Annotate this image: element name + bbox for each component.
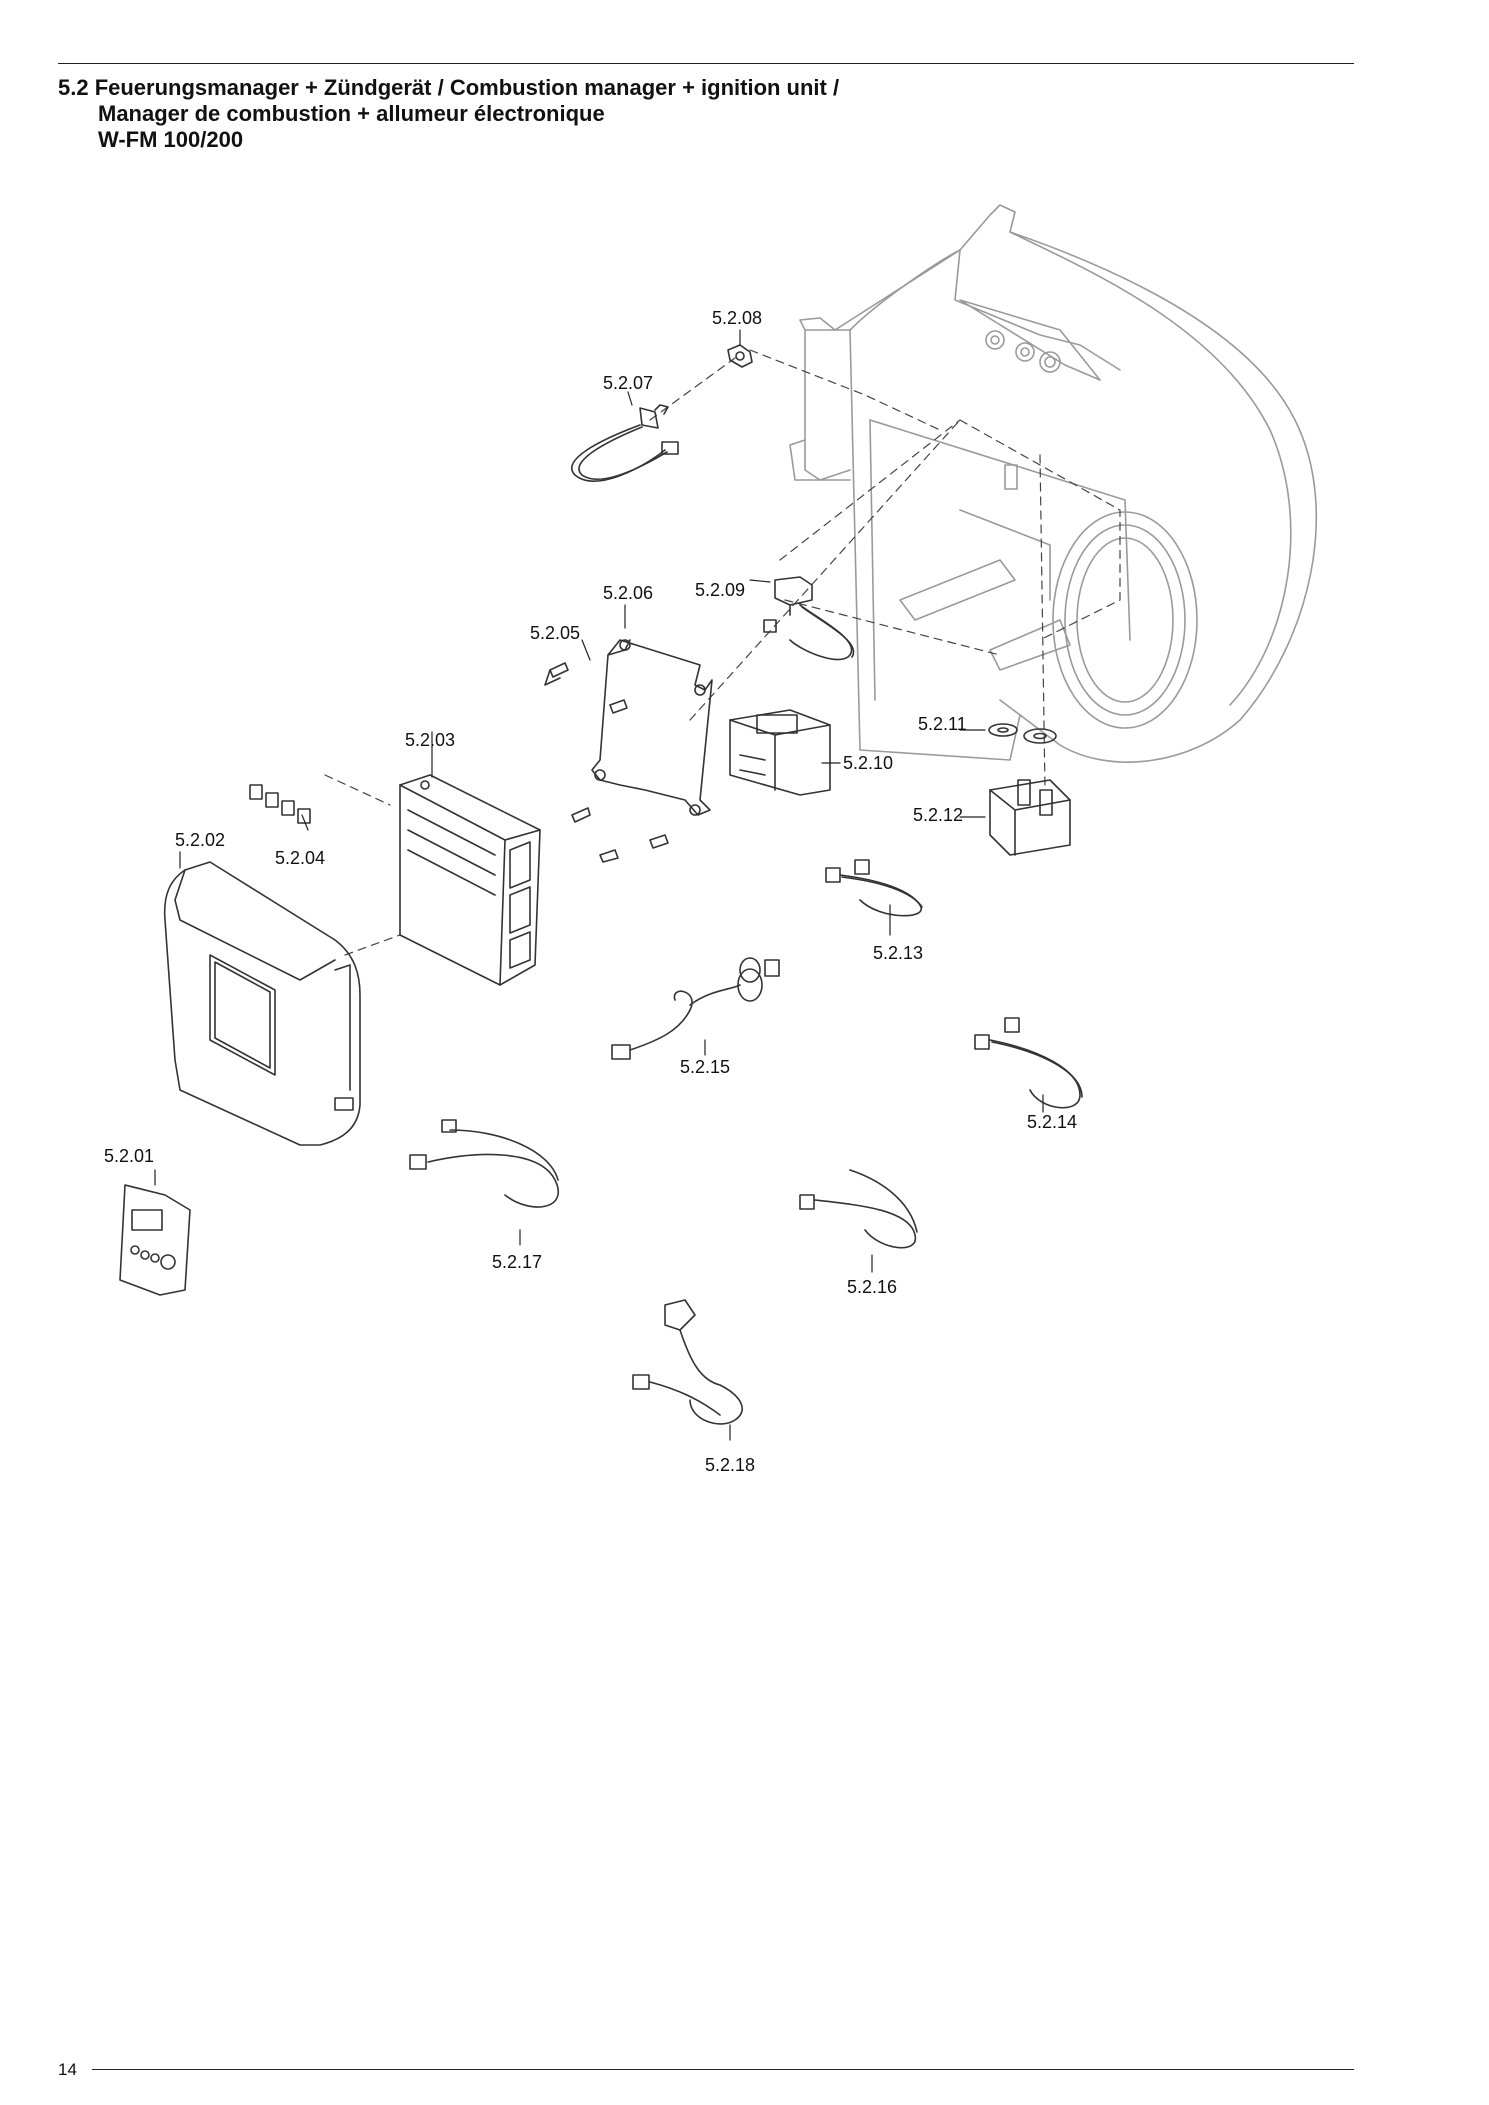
part-5-2-07-sensor-cable: [571, 404, 679, 482]
label-5-2-08: 5.2.08: [712, 308, 763, 328]
part-5-2-05-spacers: [544, 662, 669, 863]
title-line-3: W-FM 100/200: [98, 127, 244, 152]
leader-lines: [154, 329, 1044, 1441]
label-5-2-17: 5.2.17: [492, 1252, 543, 1272]
label-5-2-18: 5.2.18: [705, 1455, 756, 1475]
part-5-2-14-cable: [974, 1017, 1083, 1109]
part-5-2-13-cable: [825, 859, 923, 917]
part-5-2-10-transformer: [729, 709, 831, 796]
page-number: 14: [58, 2060, 77, 2079]
label-5-2-09: 5.2.09: [695, 580, 746, 600]
label-5-2-03: 5.2.03: [405, 730, 456, 750]
part-5-2-09-sensor: [763, 576, 855, 661]
label-5-2-14: 5.2.14: [1027, 1112, 1078, 1132]
page-title: 5.2 Feuerungsmanager + Zündgerät / Combu…: [58, 75, 839, 153]
part-5-2-08-grommet: [727, 344, 753, 368]
burner-housing: [789, 204, 1318, 763]
assembly-lines: [324, 349, 1121, 956]
part-5-2-06-mounting-plate: [591, 639, 713, 816]
part-5-2-17-cable: [409, 1119, 559, 1208]
label-5-2-01: 5.2.01: [104, 1146, 155, 1166]
title-line-1: 5.2 Feuerungsmanager + Zündgerät / Combu…: [58, 75, 840, 100]
part-5-2-16-cable: [799, 1169, 918, 1249]
part-5-2-12-ignition-unit: [989, 779, 1071, 856]
part-5-2-04-plugs: [249, 784, 311, 824]
label-5-2-07: 5.2.07: [603, 373, 654, 393]
top-rule: [58, 63, 1354, 64]
part-5-2-03-combustion-manager: [399, 774, 541, 986]
label-5-2-05: 5.2.05: [530, 623, 581, 643]
label-5-2-15: 5.2.15: [680, 1057, 731, 1077]
label-5-2-12: 5.2.12: [913, 805, 964, 825]
label-5-2-11: 5.2.11: [918, 714, 967, 734]
part-5-2-18-cable: [632, 1299, 743, 1425]
label-5-2-04: 5.2.04: [275, 848, 326, 868]
part-5-2-11-washers: [988, 723, 1057, 744]
label-5-2-06: 5.2.06: [603, 583, 654, 603]
bottom-rule: [92, 2069, 1354, 2070]
part-5-2-15-cable: [611, 957, 780, 1060]
title-line-2: Manager de combustion + allumeur électro…: [98, 101, 605, 126]
label-5-2-13: 5.2.13: [873, 943, 924, 963]
part-5-2-01-display: [119, 1184, 191, 1296]
part-5-2-02-cover: [163, 861, 361, 1146]
label-5-2-02: 5.2.02: [175, 830, 226, 850]
label-5-2-10: 5.2.10: [843, 753, 894, 773]
label-5-2-16: 5.2.16: [847, 1277, 898, 1297]
